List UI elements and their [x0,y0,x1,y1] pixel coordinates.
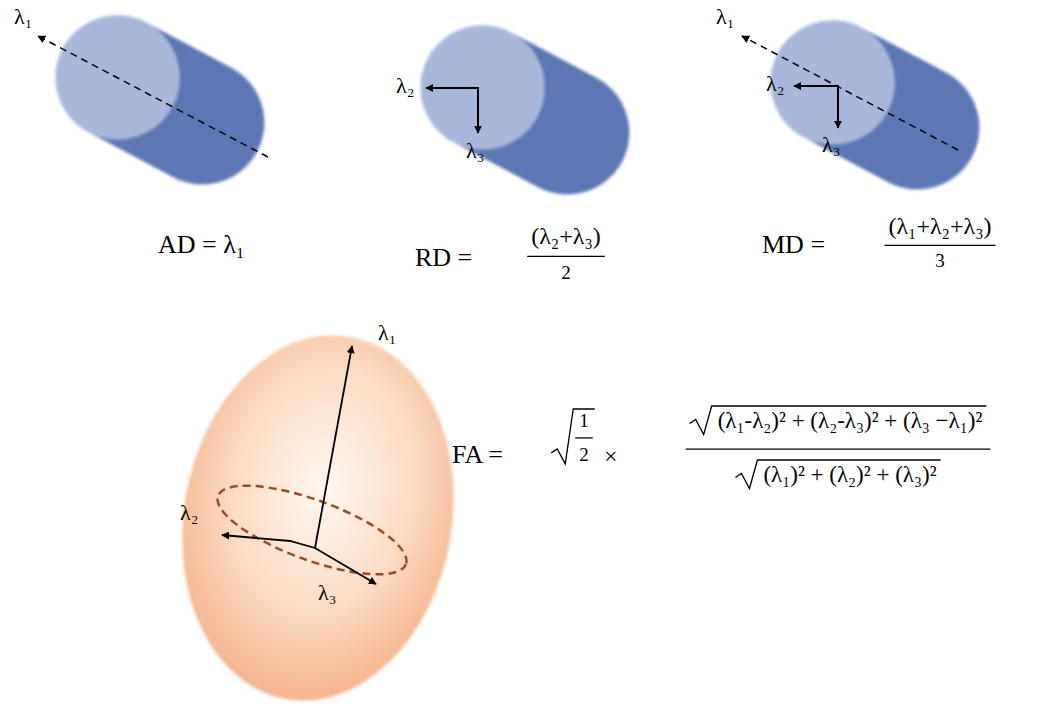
formula-text: AD = λ₁ [158,230,245,260]
formula-numerator: (λ₁-λ₂)² + (λ₂-λ₃)² + (λ₃ −λ₁)² [718,408,983,434]
radial-arrow [477,88,479,133]
eigenvalue-label: λ₁ [716,4,734,29]
diffusion-ellipsoid [154,314,482,708]
formula-denominator: (λ₁)² + (λ₂)² + (λ₃)² [763,462,936,488]
formula-numerator: (λ₂+λ₃) [531,223,601,251]
fiber-cylinder [399,4,651,217]
radial-ring [208,468,416,593]
fraction-bar [575,437,593,438]
radial-arrow [837,86,839,128]
fiber-cylinder [34,0,286,206]
axial-axis [38,36,268,157]
fiber-cylinder [749,0,1001,211]
eigenvalue-label: λ₁ [14,4,32,29]
eigen-arrow [315,548,376,584]
eigenvalue-label: λ₂ [766,71,784,96]
fraction-bar [884,245,995,246]
eigenvalue-label: λ₂ [180,500,198,525]
formula-denominator: 3 [935,250,945,272]
formula-numerator: 1 [579,410,589,432]
formula-numerator: (λ₁+λ₂+λ₃) [888,213,991,241]
eigenvalue-label: λ₁ [378,320,396,345]
formula-denominator: 2 [561,262,571,284]
formula-text: MD = [762,230,825,260]
fraction-bar [527,256,605,257]
eigenvalue-label: λ₂ [396,73,414,98]
radial-arrow [794,85,839,87]
axial-axis [742,36,958,150]
eigenvalue-label: λ₃ [318,580,336,605]
formula-text: FA = [452,440,503,470]
eigen-arrow [222,535,315,548]
radical-sign [735,460,940,488]
formula-operator: × [604,443,618,471]
radial-arrow [426,87,479,89]
eigenvalue-label: λ₃ [466,138,484,163]
radical-sign [690,406,987,434]
eigenvalue-label: λ₃ [822,132,840,157]
formula-denominator: 2 [579,444,589,466]
fraction-bar [686,449,991,450]
formula-text: RD = [415,243,472,273]
eigen-arrow [315,346,352,548]
